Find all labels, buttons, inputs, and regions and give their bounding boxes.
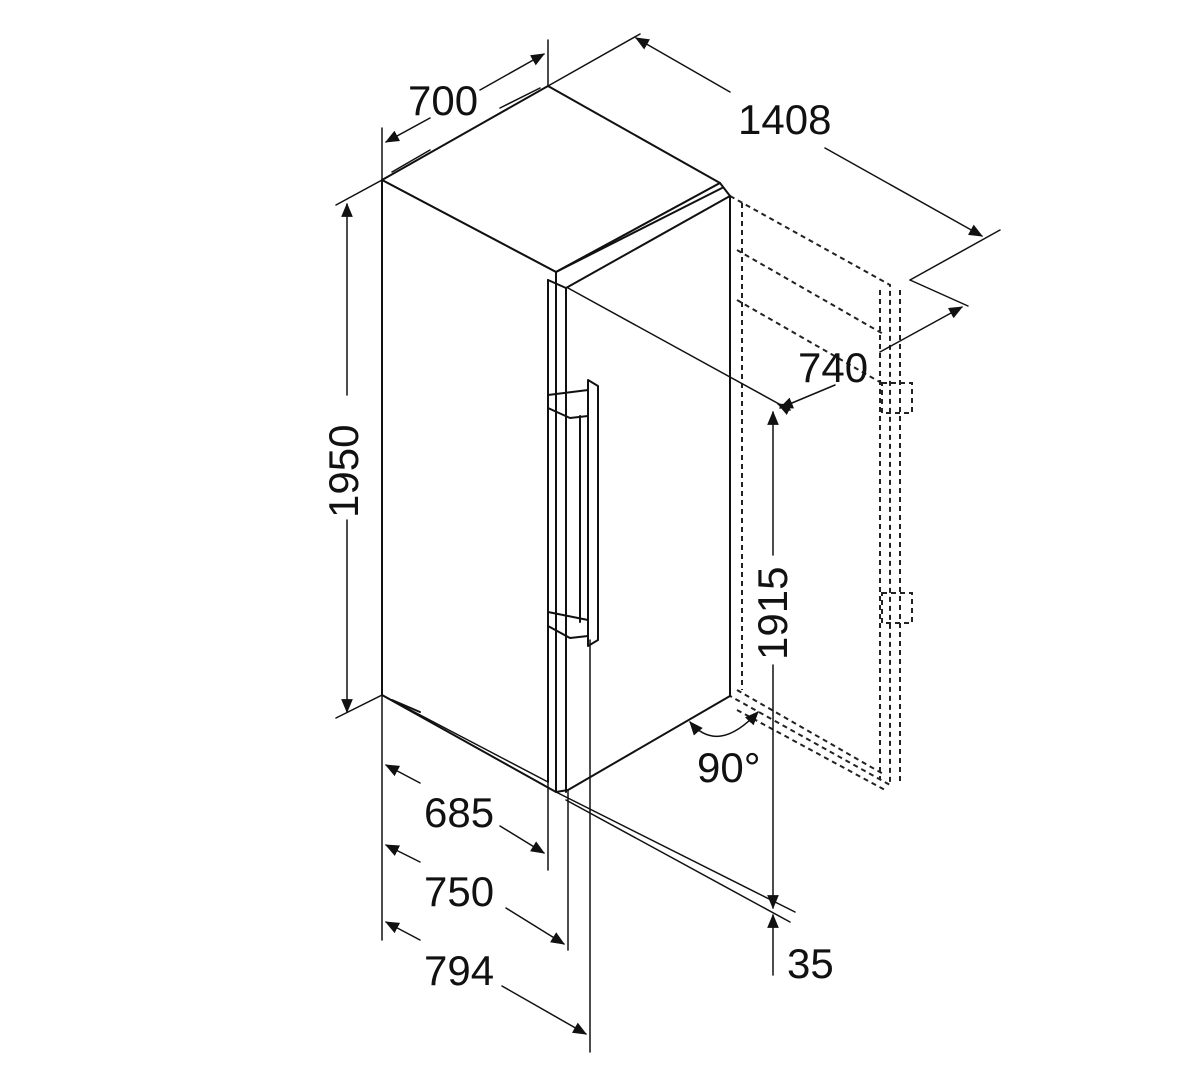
dim-height-label: 1950 (320, 425, 367, 518)
dim-handle-offset-label: 35 (787, 940, 834, 987)
door-handle (547, 379, 599, 647)
dim-depth-body-label: 685 (424, 789, 494, 836)
dimension-lines (335, 33, 1001, 1053)
dim-width-label: 700 (408, 77, 478, 124)
open-door-ghost (729, 195, 913, 791)
dim-depth-handle-label: 794 (424, 947, 494, 994)
dim-depth-door-label: 750 (424, 868, 494, 915)
dim-overall-depth-label: 1408 (738, 96, 831, 143)
dim-door-height-label: 1915 (749, 567, 796, 660)
dim-door-angle-label: 90° (697, 744, 761, 791)
dim-niche-clearance-label: 740 (798, 344, 868, 391)
refrigerator-body (381, 85, 731, 793)
